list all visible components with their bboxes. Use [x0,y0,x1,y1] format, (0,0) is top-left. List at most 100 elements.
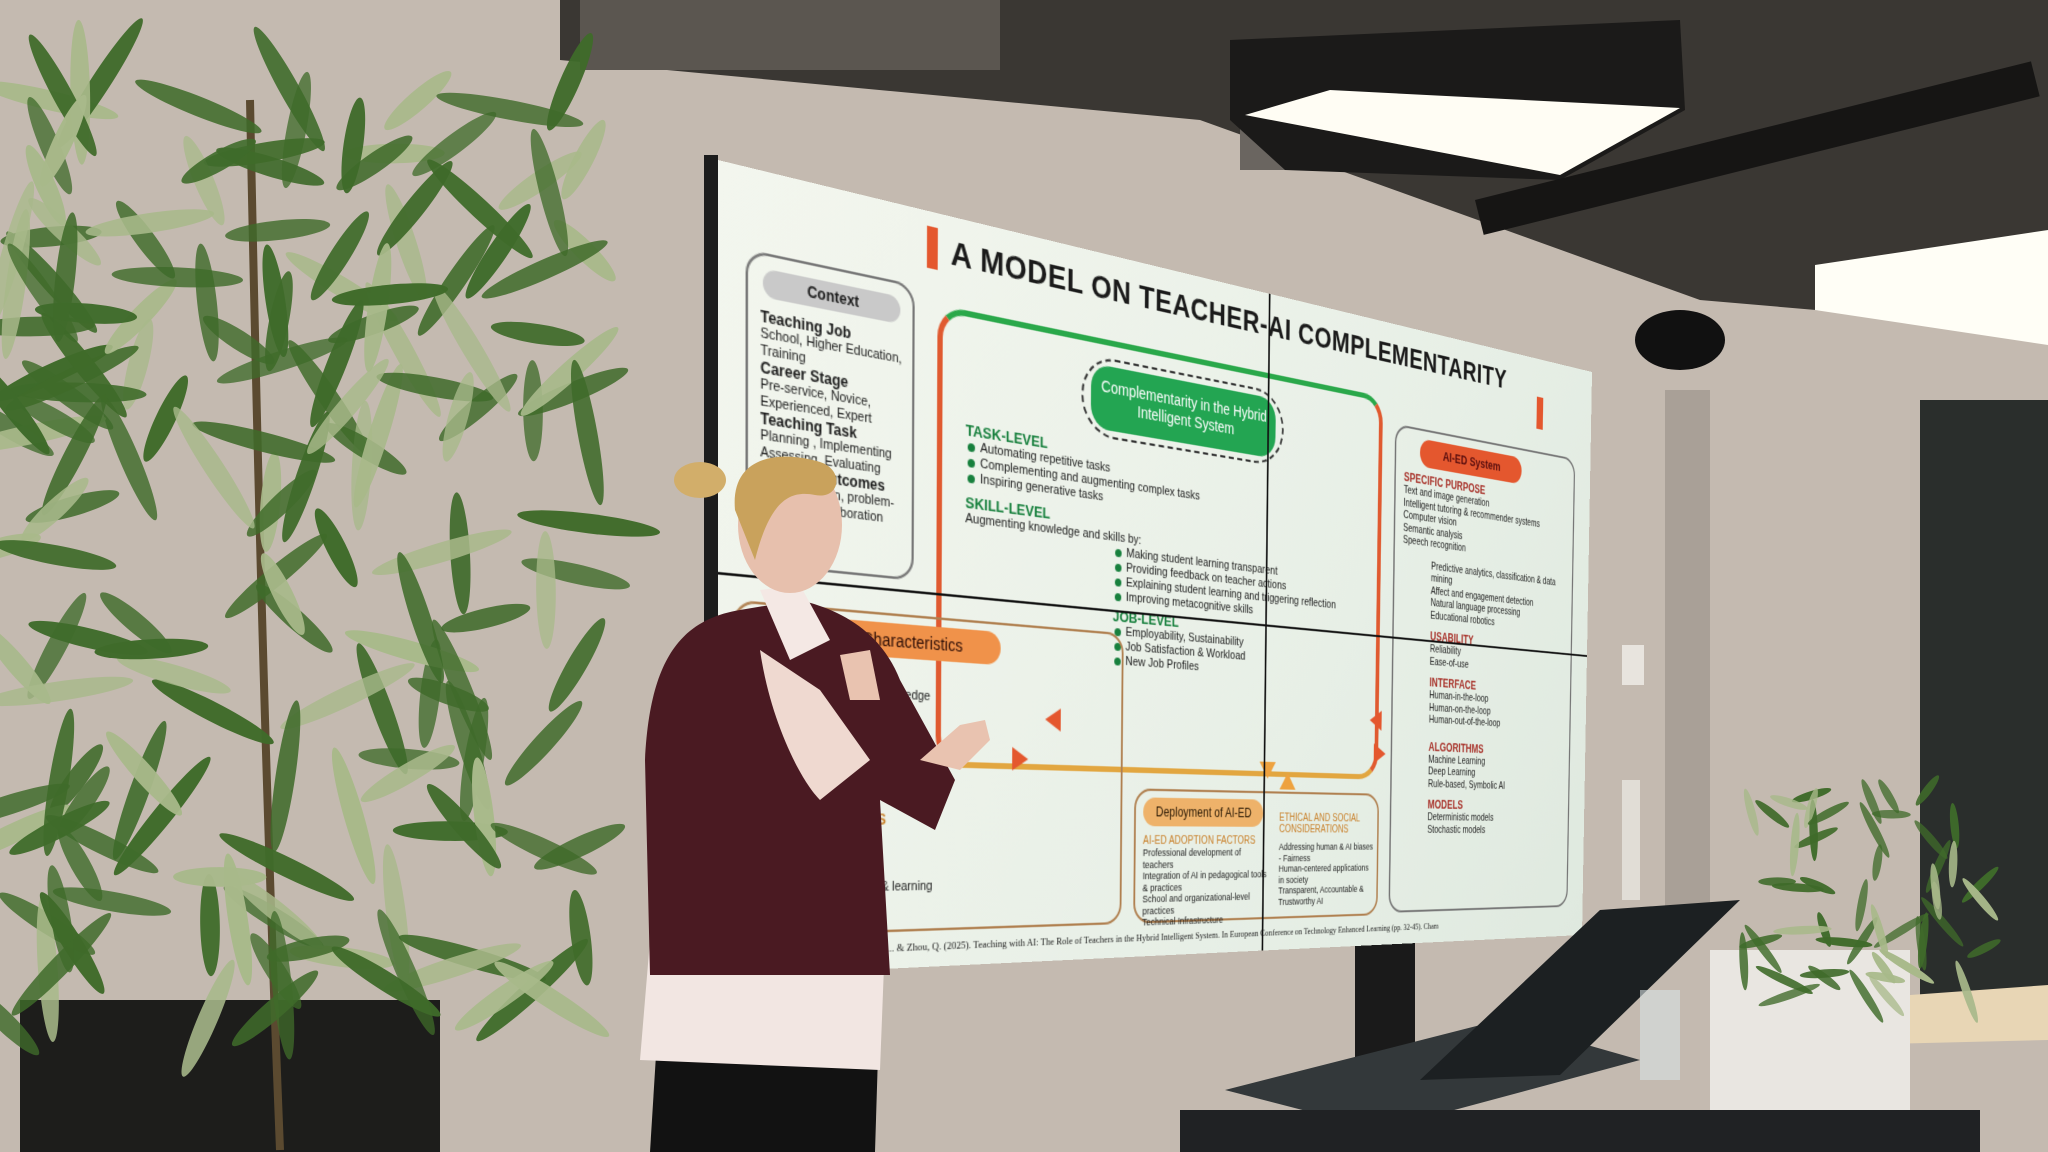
plant-leaf [0,358,50,455]
plant-leaf [331,747,376,885]
plant-leaf [143,375,189,462]
plant-leaf [173,406,255,529]
plant-pot [20,1000,440,1152]
presenter-hair-bun [674,462,726,498]
plant-leaf [442,372,474,462]
plant-leaf [1871,810,1911,819]
plant-leaf [53,212,78,343]
plant-leaf [229,873,324,949]
plant-leaf [41,394,107,516]
plant-leaf [25,145,66,226]
plant-leaf [1921,897,1964,947]
plant-leaf [427,159,533,259]
plant-leaf [481,240,608,299]
plant-leaf [546,33,594,131]
plant-leaf [530,128,569,257]
plant-leaf [1799,876,1836,895]
plant-leaf [1955,960,1978,1023]
plant-leaf [314,508,358,588]
plant-leaf [52,887,172,916]
ceiling-beam [1475,61,2040,235]
plant-leaf [0,983,40,1056]
plant-leaf [376,161,453,256]
plant-leaf [1948,840,1958,888]
laptop-screen [1420,900,1740,1080]
plant-leaf [465,203,531,299]
plant-right [1710,775,2001,1152]
plant-leaf [412,111,497,177]
plant-leaf [548,618,606,712]
plant-leaf [1967,939,2001,958]
plant-leaf [1873,913,1929,948]
plant-leaf [11,912,112,1016]
plant-leaf [123,318,154,410]
plant-leaf [41,312,127,418]
plant-leaf [1872,844,1883,881]
ceiling-light-right [1815,230,2048,345]
ceiling-light [1245,90,1680,175]
plant-leaf [517,510,661,537]
plant-leaf [57,826,103,902]
plant-leaf [43,708,75,857]
plant-leaf [21,477,89,542]
plant-leaf [173,867,267,887]
plant-leaf [561,119,606,200]
plant-leaf [266,935,350,962]
plant-leaf [1878,779,1900,814]
plant-leaf [310,211,370,301]
plant-leaf [0,783,70,829]
presenter-hand [920,720,990,770]
plant-leaf [494,961,610,1038]
plant-leaf [441,603,531,633]
plant-leaf [104,279,177,354]
plant-leaf [1,209,31,359]
plant-leaf [1739,934,1783,949]
plant-leaf [1949,802,1960,849]
screen-stand [1355,935,1415,1065]
presenter-hand [840,650,880,700]
plant-leaf [1869,975,1905,1017]
plant-leaf [250,933,302,1009]
plant-leaf [219,833,355,901]
plant-leaf [1865,971,1906,984]
plant-leaf [341,97,366,194]
plant-leaf [195,243,219,362]
plant-leaf [353,364,403,508]
plant-leaf [0,540,117,570]
plant-leaf [1915,775,1940,806]
plant-leaf [360,744,455,803]
plant-leaf [1847,917,1878,965]
plant-leaf [192,421,336,463]
plant-leaf [1962,878,1999,921]
plant-leaf [216,337,348,384]
plant-leaf [1755,800,1790,828]
plant-leaf [200,873,220,977]
presenter-sweater [645,600,955,975]
plant-leaf [490,822,597,875]
plant-leaf [85,209,215,237]
plant-leaf [1808,965,1841,991]
wall-switch [1622,645,1644,685]
plant-leaf [372,529,512,576]
plant-leaf [57,766,110,837]
plant-leaf [181,138,256,184]
plant-leaf [436,92,584,128]
plant-leaf [270,700,301,852]
plant-leaf [1755,965,1813,995]
ceiling-duct [580,0,1000,70]
plant-leaf [28,620,148,656]
plant-leaf [225,219,331,242]
plant-leaf [426,783,502,869]
water-glass [1640,990,1680,1080]
plant-leaf [570,359,604,506]
plant-leaf [151,679,274,745]
plant-leaf [40,94,87,187]
plant-leaf [1773,925,1832,935]
plant-leaf [0,804,71,865]
plant-leaf [1859,802,1890,858]
plant-leaf [202,315,275,365]
plant-leaf [1807,801,1849,825]
plant-leaf [331,283,449,306]
